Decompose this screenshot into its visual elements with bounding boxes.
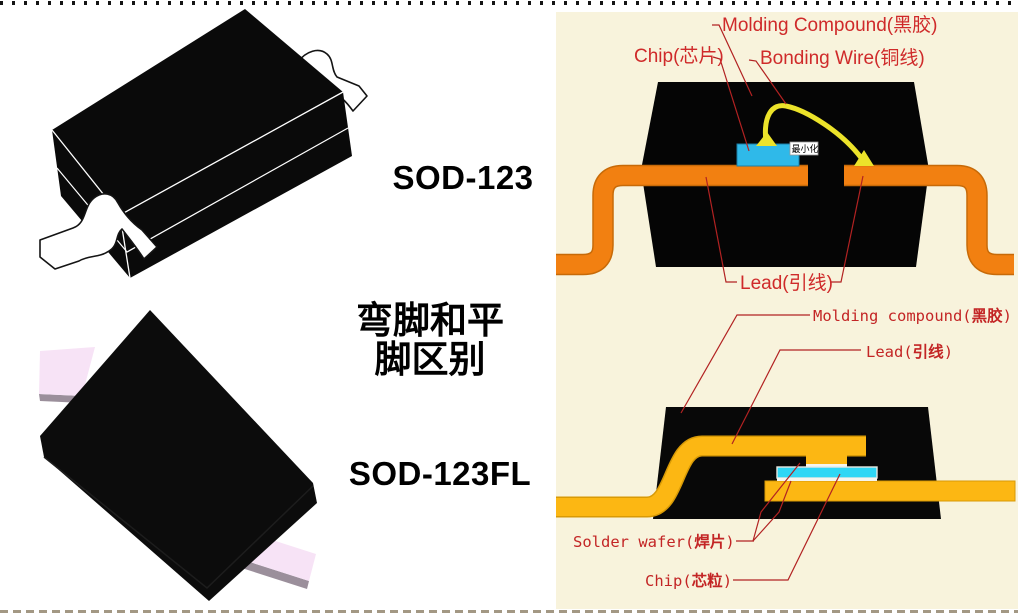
sod123fl-cross-section: Molding compound(黑胶) Lead(引线) Solder waf… — [556, 306, 1016, 590]
cs2-solder-layer-bottom — [777, 478, 877, 481]
cs2-tab — [806, 455, 847, 464]
molding-compound-label-2: Molding compound(黑胶) — [813, 306, 1012, 325]
cs1-wire-bond-right — [854, 150, 874, 166]
center-note-line2: 脚区别 — [374, 340, 486, 381]
sod123-3d-drawing — [39, 9, 368, 279]
chip-label: Chip(芯片) — [634, 45, 724, 67]
leader-line-chip — [712, 56, 750, 152]
leader-line-lead2 — [731, 349, 861, 445]
cs2-solder-layer-top — [806, 464, 847, 467]
sod123-package-name: SOD-123 — [392, 159, 534, 196]
cs2-molding-body — [653, 407, 941, 519]
leader-line-lead-right — [830, 175, 864, 283]
minimize-tooltip-text: 最小化 — [792, 143, 819, 155]
bonding-wire-label: Bonding Wire(铜线) — [760, 47, 925, 69]
minimize-tooltip — [789, 141, 819, 156]
sod123-parting-line — [56, 127, 349, 253]
leader-line-solder-bottom — [752, 480, 792, 542]
top-dotted-border — [0, 1, 1018, 5]
leader-line-lead-left — [705, 176, 737, 283]
leader-line-solder-top — [752, 462, 801, 542]
cs1-wire-bond-left — [756, 132, 777, 146]
lead-label-2: Lead(引线) — [866, 342, 953, 361]
sod123fl-bottom-edge — [43, 456, 314, 589]
sod123-left-lead — [39, 193, 158, 270]
cs2-bottom-pad — [764, 480, 1016, 502]
cs2-s-lead — [556, 437, 866, 516]
bottom-dashed-border — [0, 610, 1018, 613]
sod123fl-3d-render — [39, 310, 317, 601]
cs1-left-lead — [556, 166, 808, 274]
sod123fl-body — [40, 310, 317, 601]
center-note-line1: 弯脚和平 — [356, 301, 504, 342]
leader-line-molding — [712, 24, 753, 97]
cs1-bonding-wire — [762, 103, 865, 162]
solder-wafer-label: Solder wafer(焊片) — [573, 532, 735, 551]
sod123fl-package-name: SOD-123FL — [348, 455, 532, 492]
center-note: 弯脚和平 脚区别 — [340, 302, 520, 380]
leader-line-bonding-wire — [748, 59, 787, 105]
leader-line-molding2 — [680, 314, 810, 414]
leader-line-chip2 — [733, 473, 841, 581]
molding-compound-label: Molding Compound(黑胶) — [722, 14, 937, 36]
sod123fl-lead-upper-left — [39, 347, 95, 396]
sod123-cross-section: 最小化 Molding Compound(黑胶) Chip(芯片) Bondin… — [556, 14, 1014, 294]
lead-label: Lead(引线) — [740, 272, 833, 294]
cs1-right-lead — [844, 166, 1014, 274]
chip-label-2: Chip(芯粒) — [645, 571, 732, 590]
